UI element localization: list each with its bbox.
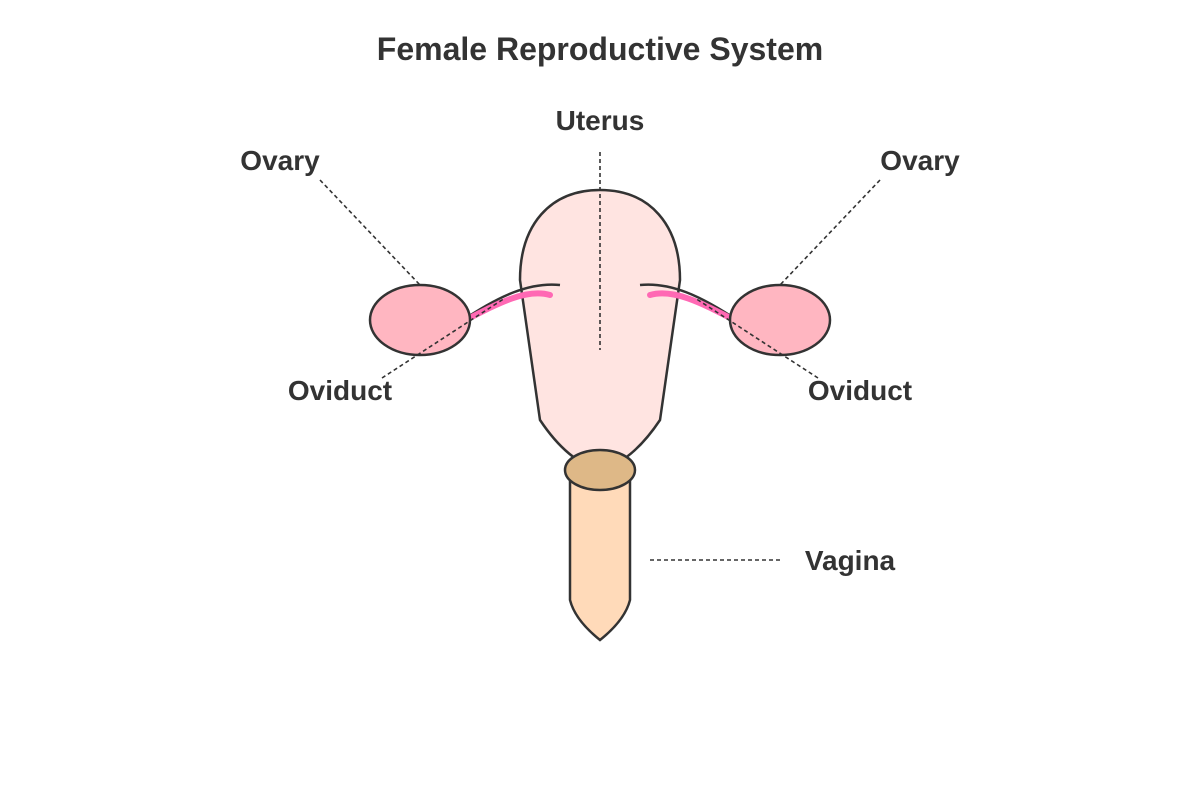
label-oviduct-left: Oviduct bbox=[288, 375, 392, 406]
ovary-left-shape bbox=[368, 283, 472, 357]
label-uterus: Uterus bbox=[556, 105, 645, 136]
label-vagina: Vagina bbox=[805, 545, 896, 576]
vagina-shape bbox=[568, 468, 632, 642]
label-oviduct-right: Oviduct bbox=[808, 375, 912, 406]
oviduct-right-tube bbox=[647, 290, 741, 325]
label-ovary-left: Ovary bbox=[240, 145, 320, 176]
diagram-title: Female Reproductive System bbox=[377, 31, 823, 67]
cervix-shape bbox=[563, 448, 637, 492]
leader-oviduct-left bbox=[381, 297, 506, 379]
oviduct-left-tube bbox=[459, 290, 553, 325]
leader-oviduct-right bbox=[694, 297, 819, 379]
ovary-right-shape bbox=[728, 283, 832, 357]
leader-ovary-right bbox=[779, 179, 881, 286]
label-ovary-right: Ovary bbox=[880, 145, 960, 176]
leader-ovary-left bbox=[319, 179, 421, 286]
